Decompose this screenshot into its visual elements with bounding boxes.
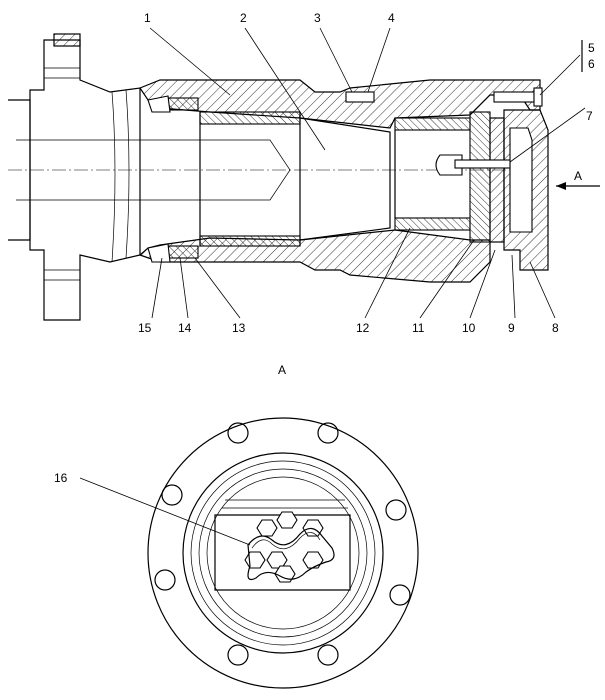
shaft-stub xyxy=(8,99,31,241)
callout-9: 9 xyxy=(508,321,515,335)
callout-4: 4 xyxy=(388,11,395,25)
seal-upper xyxy=(167,97,199,111)
callout-11: 11 xyxy=(412,321,425,335)
inner-window xyxy=(214,514,351,591)
nut-top xyxy=(345,91,375,103)
hex-nuts xyxy=(244,511,324,583)
tapered-spindle xyxy=(299,117,391,241)
left-flange xyxy=(29,39,141,321)
end-view-a xyxy=(147,417,419,689)
sleeve-upper xyxy=(199,111,301,125)
retainer-plate xyxy=(489,117,505,243)
end-plate xyxy=(469,111,491,243)
ring-lower xyxy=(147,243,171,263)
callout-1: 1 xyxy=(144,11,151,25)
seal-lower xyxy=(167,245,199,259)
callout-3: 3 xyxy=(314,11,321,25)
view-arrow-head xyxy=(556,182,566,190)
callout-7: 7 xyxy=(586,109,593,123)
callout-2: 2 xyxy=(240,11,247,25)
callout-8: 8 xyxy=(552,321,559,335)
bolt-holes xyxy=(154,422,411,666)
callout-labels: 1 2 3 4 5 6 7 8 9 10 11 12 13 14 15 16 xyxy=(54,11,595,485)
view-a-title: A xyxy=(278,363,286,377)
callout-12: 12 xyxy=(356,321,370,335)
bolt-side xyxy=(454,159,511,169)
inner-bore xyxy=(16,139,291,201)
callout-13: 13 xyxy=(232,321,246,335)
callout-16: 16 xyxy=(54,471,68,485)
callout-14: 14 xyxy=(178,321,192,335)
bushing-upper xyxy=(394,117,471,131)
locking-wire xyxy=(247,527,335,581)
callout-15: 15 xyxy=(138,321,152,335)
sleeve-lower xyxy=(199,235,301,247)
section-view: A xyxy=(8,33,600,321)
bolt-top xyxy=(493,91,535,103)
cap-outline xyxy=(182,452,384,654)
outer-flange xyxy=(147,417,419,689)
callout-10: 10 xyxy=(462,321,476,335)
view-arrow-label: A xyxy=(574,169,582,183)
callout-5: 5 xyxy=(588,41,595,55)
callout-6: 6 xyxy=(588,57,595,71)
bushing-lower xyxy=(394,217,471,231)
leader-lines xyxy=(79,27,586,546)
flange-top-hatch xyxy=(53,33,81,47)
ring-upper xyxy=(147,95,171,113)
